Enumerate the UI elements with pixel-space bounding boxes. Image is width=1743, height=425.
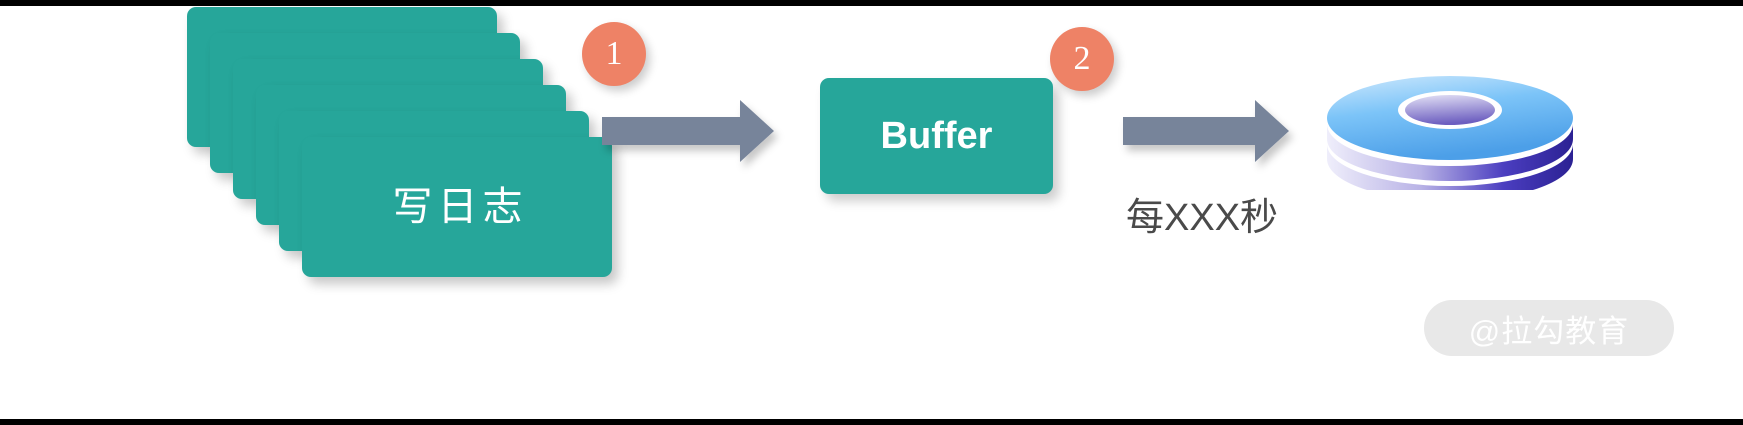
step-1-badge: 1 [582,22,646,86]
step-1-number: 1 [605,35,623,72]
watermark-label: @拉勾教育 [1468,313,1630,349]
arrow-2-shape [1123,100,1289,162]
database-hole [1405,95,1495,125]
step-2-badge: 2 [1050,27,1114,91]
database-icon [1325,58,1575,190]
buffer-node: Buffer [820,78,1053,194]
log-card-front: 写日志 [302,137,612,277]
bottom-edge-bar [0,419,1743,425]
arrow-buffer-to-database [1123,100,1298,162]
arrow-1-shape [602,100,774,162]
buffer-label: Buffer [880,115,993,157]
watermark-badge: @拉勾教育 [1424,300,1674,356]
write-log-label: 写日志 [392,185,528,229]
flush-interval-label: 每XXX秒 [1126,197,1279,239]
step-2-number: 2 [1073,40,1091,77]
database-disc-2 [1327,124,1573,181]
arrow-logs-to-buffer [602,100,777,162]
write-log-card-stack: 写日志 [0,0,612,277]
top-edge-bar [0,0,1743,6]
